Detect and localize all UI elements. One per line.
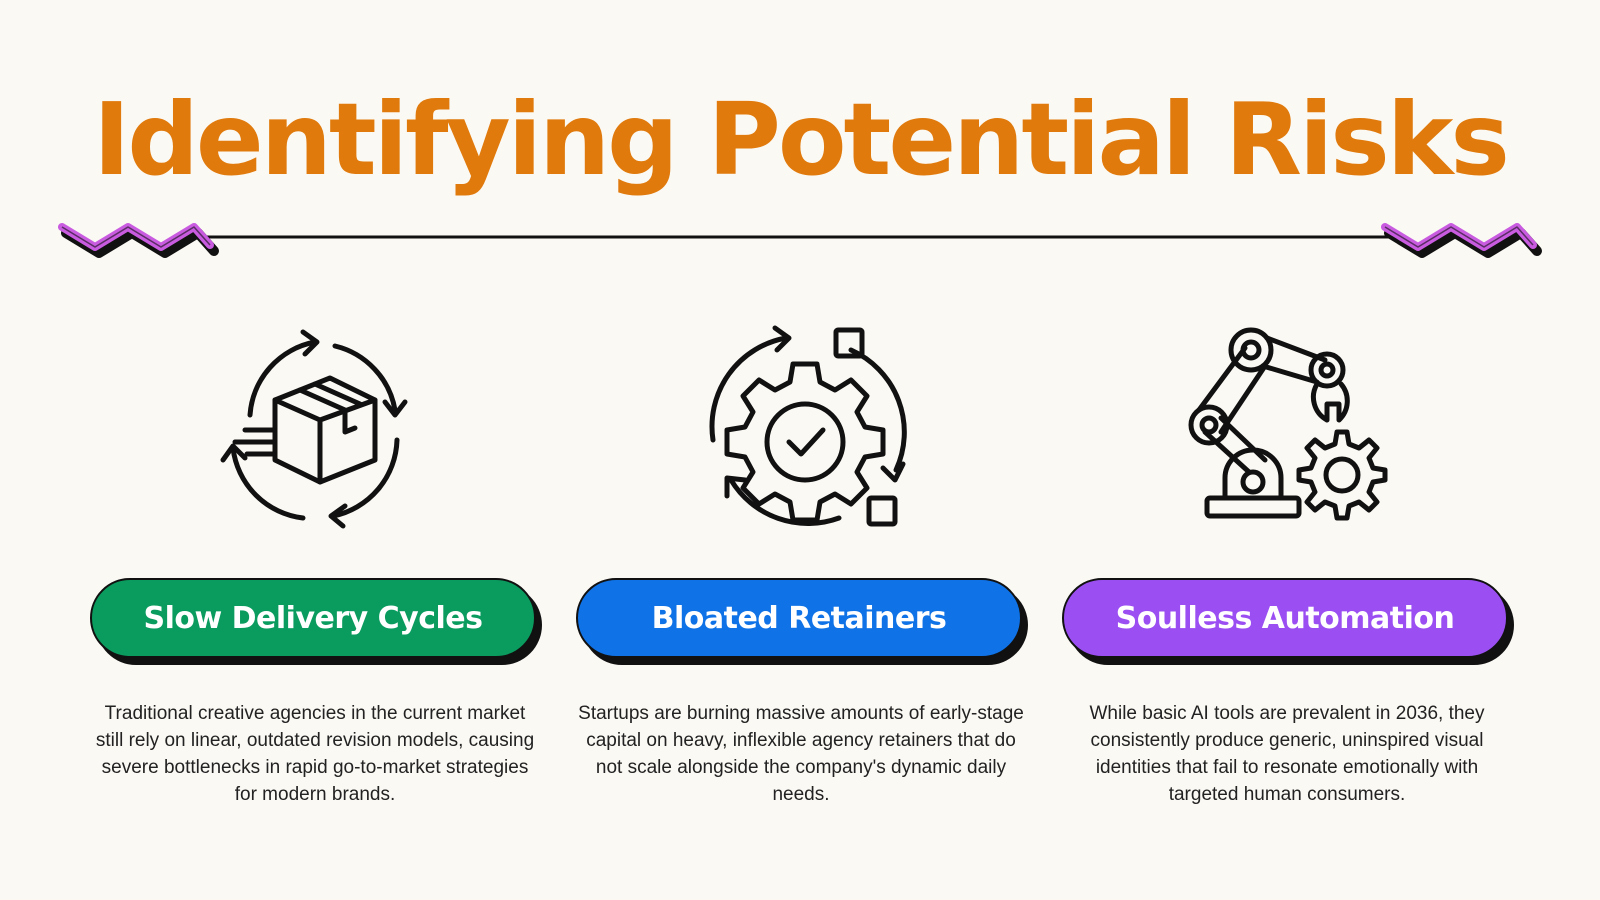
risk-description: Traditional creative agencies in the cur… — [95, 703, 535, 805]
delivery-box-cycle-icon — [205, 320, 425, 540]
risk-label: Soulless Automation — [1115, 600, 1455, 636]
risk-description: While basic AI tools are prevalent in 20… — [1089, 703, 1485, 805]
risk-label-pill: Bloated Retainers — [576, 578, 1022, 658]
gear-check-cycle-icon — [691, 320, 911, 540]
risk-label: Slow Delivery Cycles — [143, 600, 483, 636]
risk-description: Startups are burning massive amounts of … — [578, 703, 1024, 805]
robotic-arm-gear-icon — [1177, 320, 1397, 540]
right-zigzag-icon — [1381, 223, 1542, 258]
left-zigzag-icon — [58, 223, 219, 258]
risk-label-pill: Soulless Automation — [1062, 578, 1508, 658]
risk-label: Bloated Retainers — [651, 600, 947, 636]
page-title: Identifying Potential Risks — [93, 81, 1510, 198]
risk-label-pill: Slow Delivery Cycles — [90, 578, 536, 658]
title-divider — [58, 223, 1542, 258]
